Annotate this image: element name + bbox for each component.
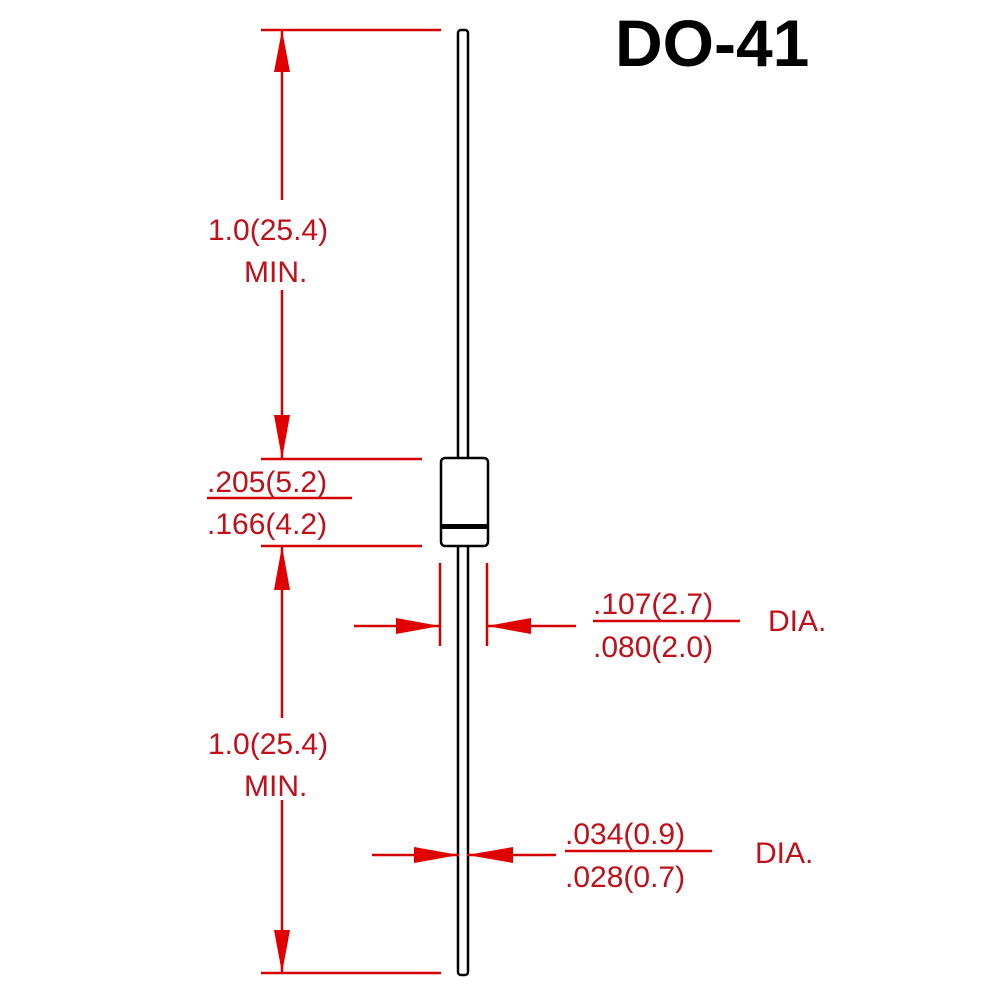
bottom-lead xyxy=(456,542,470,977)
dimension-labels: 1.0(25.4) MIN. .205(5.2) .166(4.2) .107(… xyxy=(207,214,826,894)
cathode-band xyxy=(441,524,488,529)
dimension-lines xyxy=(207,28,740,975)
top-lead-length-value: 1.0(25.4) xyxy=(208,214,328,247)
top-lead xyxy=(456,28,470,462)
arrow-down-icon xyxy=(274,415,290,459)
lead-diameter-max: .034(0.9) xyxy=(565,818,685,851)
arrow-right-icon xyxy=(396,618,440,634)
arrow-down-icon xyxy=(274,930,290,973)
arrow-left-icon xyxy=(467,847,513,863)
body-length-max: .205(5.2) xyxy=(207,466,327,499)
arrow-right-icon xyxy=(414,847,459,863)
arrow-left-icon xyxy=(487,618,531,634)
top-lead-length-note: MIN. xyxy=(244,256,307,289)
body-diameter-max: .107(2.7) xyxy=(593,588,713,621)
lead-diameter-min: .028(0.7) xyxy=(565,861,685,894)
bottom-lead-length-note: MIN. xyxy=(244,770,307,803)
arrow-up-icon xyxy=(274,30,290,72)
arrow-up-icon xyxy=(274,546,290,590)
package-title: DO-41 xyxy=(615,6,809,80)
diode-component xyxy=(439,28,490,977)
lead-diameter-suffix: DIA. xyxy=(755,837,813,870)
body-diameter-suffix: DIA. xyxy=(768,605,826,638)
bottom-lead-length-value: 1.0(25.4) xyxy=(208,728,328,761)
body-length-min: .166(4.2) xyxy=(207,508,327,541)
body-diameter-min: .080(2.0) xyxy=(593,631,713,664)
diode-body xyxy=(439,456,490,548)
